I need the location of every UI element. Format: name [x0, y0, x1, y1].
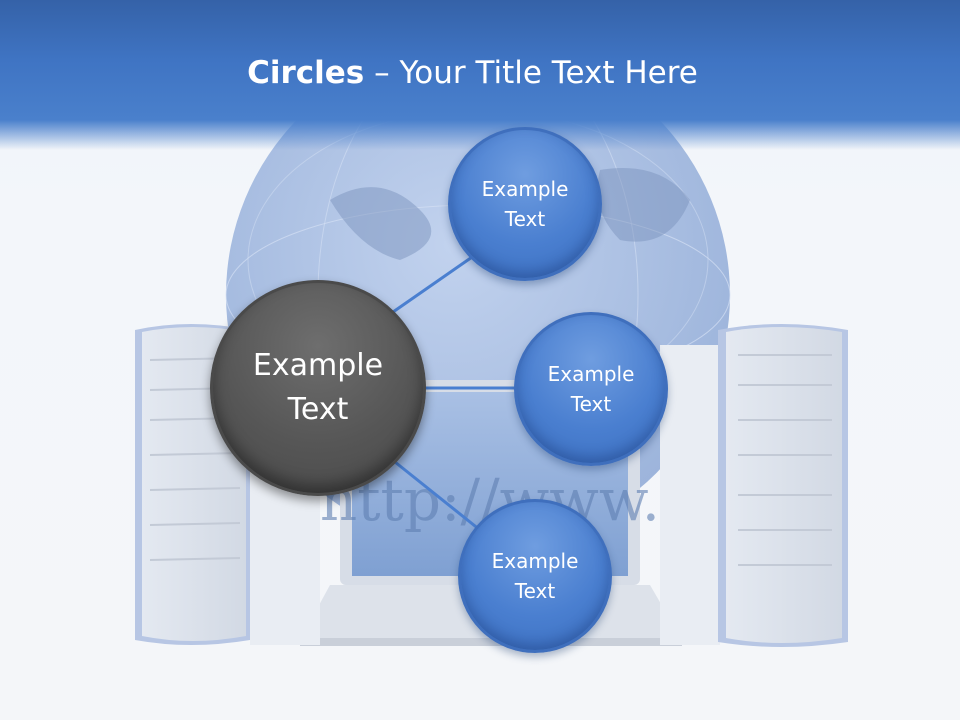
circle-top-line2: Text	[504, 207, 546, 231]
connector-top	[392, 253, 476, 314]
center-circle-line2: Text	[287, 392, 349, 427]
circle-bottom-line2: Text	[514, 579, 556, 603]
circle-top: Example Text	[448, 127, 602, 281]
circle-bottom: Example Text	[458, 499, 612, 653]
center-circle-line1: Example	[252, 348, 384, 383]
circle-middle-line1: Example	[547, 362, 635, 386]
center-circle: Example Text	[210, 280, 426, 496]
connector-bottom	[394, 460, 481, 532]
circle-middle-line2: Text	[570, 392, 612, 416]
title-bold: Circles	[247, 55, 365, 91]
header-band	[0, 0, 960, 150]
circle-middle: Example Text	[514, 312, 668, 466]
circle-top-line1: Example	[481, 177, 569, 201]
server-right-image	[660, 324, 848, 647]
diagram-connectors	[392, 253, 516, 532]
title-rest: – Your Title Text Here	[364, 55, 698, 91]
slide-title: Circles – Your Title Text Here	[0, 55, 945, 91]
circle-bottom-line1: Example	[491, 549, 579, 573]
